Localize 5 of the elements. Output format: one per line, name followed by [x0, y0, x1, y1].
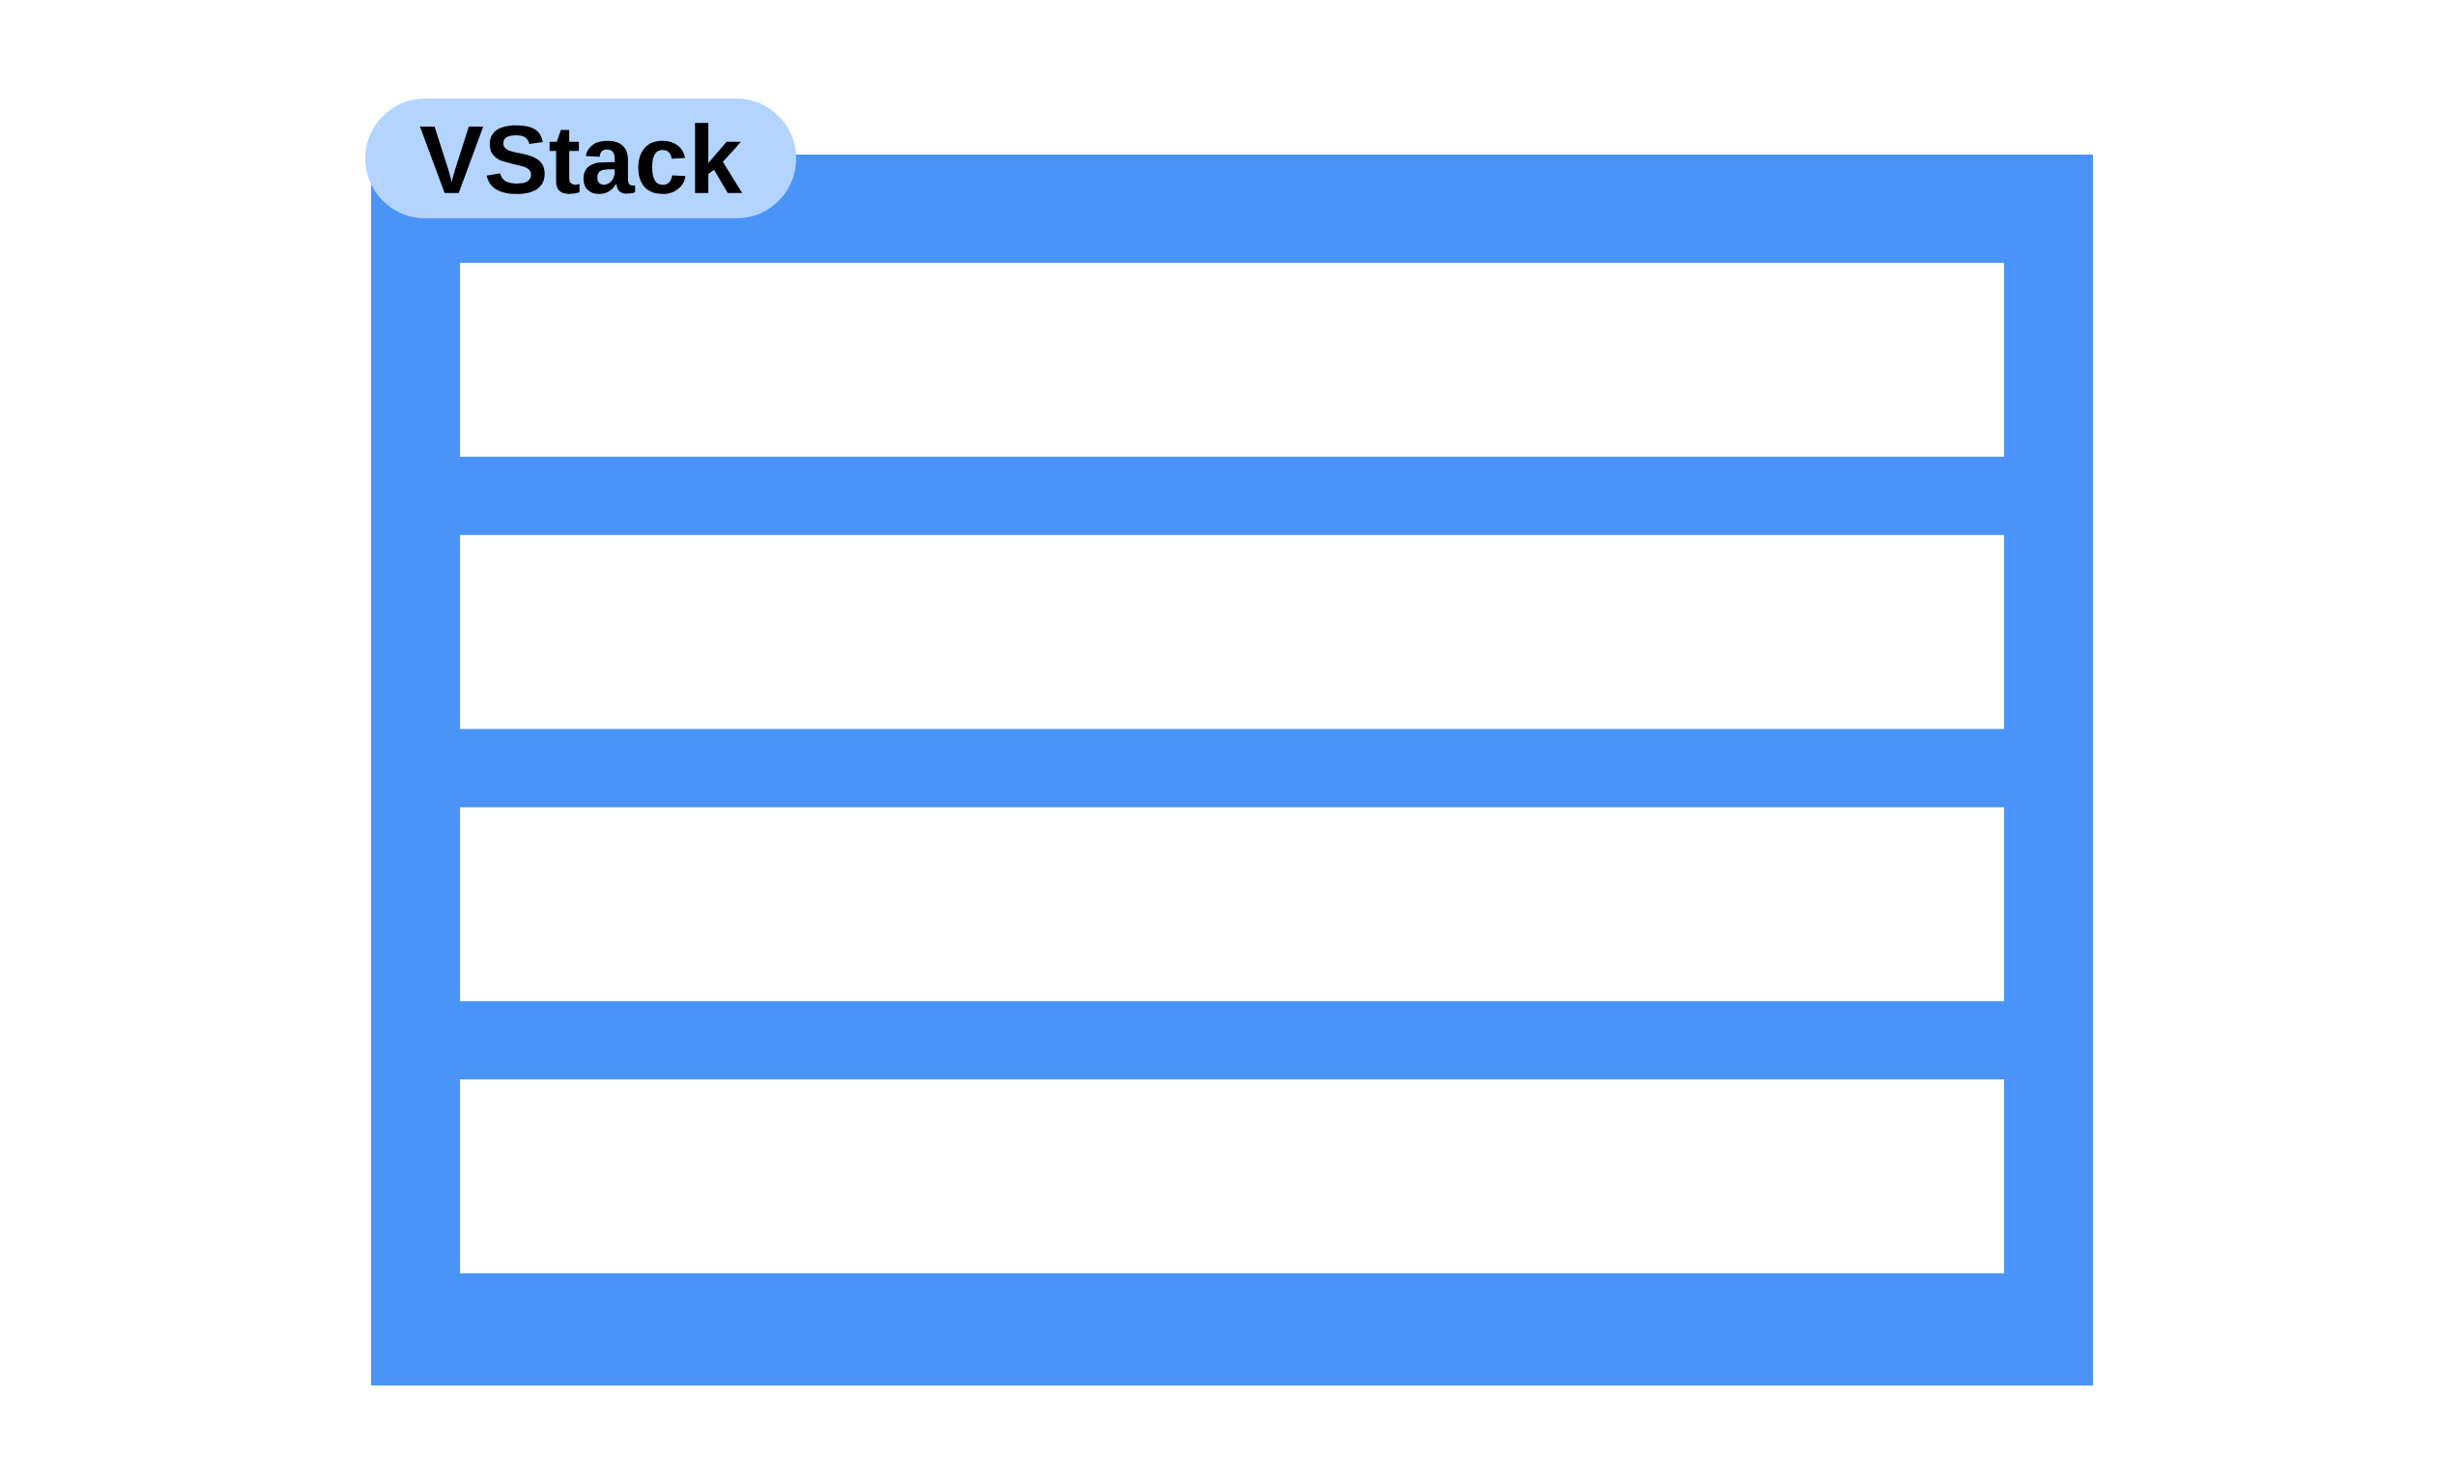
empty-box: [460, 1079, 2005, 1273]
empty-box: [460, 807, 2005, 1002]
empty-box: [460, 263, 2005, 457]
title-tab: VStack: [365, 99, 796, 218]
empty-box: [460, 534, 2005, 729]
